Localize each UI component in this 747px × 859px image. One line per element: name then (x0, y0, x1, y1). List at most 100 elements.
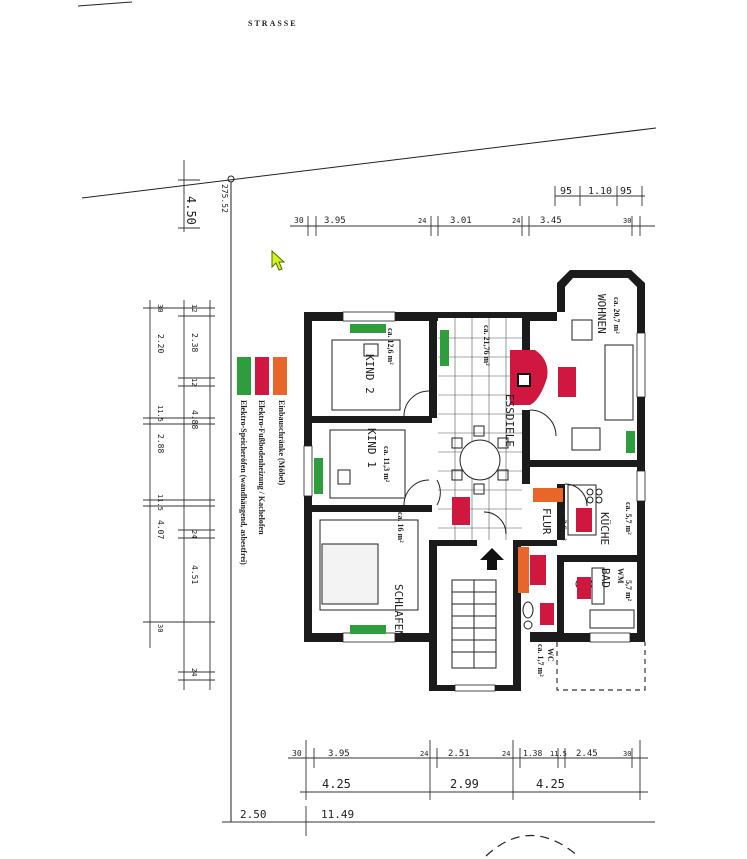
dim-bottom-mid-2: 2.99 (450, 777, 479, 791)
dim-left-5: 12 (190, 378, 198, 386)
room-name-kind1: KIND 1 (365, 428, 378, 468)
dim-top-1: 30 (294, 216, 304, 225)
corner-point (227, 175, 235, 183)
dim-top-2: 3.95 (324, 216, 346, 226)
bathtub (589, 609, 635, 629)
dim-bottom-6: 1.38 (523, 749, 542, 758)
bay-window-wall (557, 270, 645, 312)
cabinet-flur (533, 488, 563, 502)
floor-heater-kueche (576, 508, 592, 532)
double-bed (321, 543, 379, 605)
dim-bottom-8: 2.45 (576, 749, 598, 759)
legend: Einbauschränke (Möbel) Elektro-Fußbodenh… (237, 357, 287, 565)
dining-table (459, 439, 501, 481)
building (303, 270, 646, 692)
room-labels: WOHNEN ca. 20,7 m² KIND 2 ca. 12,6 m² ES… (363, 294, 633, 677)
legend-label-floor-heating: Elektro-Fußbodenheizung / Kachelofen (257, 400, 266, 535)
dim-left-4: 2.38 (190, 333, 199, 352)
lot-distance-left: 4.50 (184, 196, 198, 225)
dim-top-4: 3.01 (450, 216, 472, 226)
legend-swatch-floor-heating (255, 357, 269, 395)
dim-bottom-5: 24 (502, 750, 510, 758)
dim-left-14: 24 (190, 668, 198, 676)
dim-bottom-1: 30 (292, 749, 302, 758)
dim-top-7: 30 (623, 217, 631, 225)
floor-heater-wc (540, 603, 554, 625)
dim-left-9: 11.5 (156, 494, 164, 511)
dim-top-small-1: 95 (560, 186, 572, 197)
property-line (81, 127, 657, 199)
room-name-wohnen: WOHNEN (595, 294, 608, 334)
room-name-bad: BAD (599, 568, 612, 588)
dim-left-11: 24 (190, 530, 198, 538)
room-area-kueche: ca. 5,7 m² (624, 502, 633, 535)
storage-heater-schlafen (350, 625, 386, 634)
legend-swatch-cabinet (273, 357, 287, 395)
sofa (604, 344, 634, 421)
dim-top-small-3: 95 (620, 186, 632, 197)
storage-heater-wohnen (626, 431, 635, 453)
dim-left-12: 4.51 (190, 565, 199, 584)
room-area-wc: ca. 1,7 m² (536, 644, 545, 677)
floor-heater-wohnen (558, 367, 576, 397)
dim-bottom-3: 24 (420, 750, 428, 758)
room-name-schlafen: SCHLAFEN (392, 584, 405, 637)
storage-heater-kind2 (350, 324, 386, 333)
dim-left-8: 4.88 (190, 410, 199, 429)
room-area-schlafen: ca. 16 m² (396, 512, 405, 543)
legend-swatch-storage-heater (237, 357, 251, 395)
dim-bottom-2: 3.95 (328, 749, 350, 759)
room-area-wohnen: ca. 20,7 m² (612, 297, 621, 334)
dim-top-small-2: 1.10 (588, 186, 612, 197)
dim-left-13: 30 (156, 624, 164, 632)
dim-top-3: 24 (418, 217, 426, 225)
armchair (571, 319, 593, 341)
bed-kind2 (331, 339, 401, 411)
cabinet-hall (518, 547, 529, 593)
dim-bottom-mid-3: 4.25 (536, 777, 565, 791)
dim-top-6: 3.45 (540, 216, 562, 226)
dim-bottom-9: 30 (623, 750, 631, 758)
dim-top-ticks (307, 216, 641, 236)
room-name-wc: WC (546, 648, 555, 662)
dim-left-2: 12 (190, 304, 198, 312)
edge-line (77, 1, 133, 7)
cursor-arrow-icon (271, 249, 286, 271)
room-wm-bad: WM (616, 568, 625, 584)
dim-bottom-total-1: 2.50 (240, 808, 267, 821)
room-name-kind2: KIND 2 (363, 354, 376, 394)
room-name-kueche: KÜCHE (598, 512, 611, 545)
dim-top-5: 24 (512, 217, 520, 225)
entrance-arrow-icon (480, 548, 504, 570)
street-label: STRASSE (248, 19, 298, 28)
dim-bottom-7: 11.5 (550, 750, 567, 758)
floor-heater-flur (530, 555, 546, 585)
dim-bottom-4: 2.51 (448, 749, 470, 759)
room-area-flur: ca. 3,6 m² (559, 508, 568, 541)
corner-elevation: 275.52 (220, 184, 229, 213)
dim-left-7: 2.88 (156, 434, 165, 453)
floor-heater-essdiele (452, 497, 470, 525)
storage-heater-essdiele (440, 330, 449, 366)
room-area-bad: 5,7 m² (624, 580, 633, 602)
bed-kind1 (329, 429, 406, 499)
legend-label-cabinet: Einbauschränke (Möbel) (277, 400, 286, 485)
dim-left-6: 11.5 (156, 405, 164, 422)
dim-left-ticks (143, 307, 215, 681)
dim-left-10: 4.07 (156, 520, 165, 539)
dim-bottom-total-2: 11.49 (321, 808, 354, 821)
legend-label-storage-heater: Elektro-Speicheröfen (wandhängend, asbes… (239, 400, 248, 565)
stairwell (451, 579, 497, 669)
room-area-kind1: ca. 11,3 m² (382, 446, 391, 483)
room-area-essdiele: ca. 21,76 m² (482, 325, 491, 366)
balcony-outline (556, 642, 646, 691)
dim-left-3: 2.20 (156, 334, 165, 353)
dim-bottom-ticks (305, 740, 641, 800)
floor-heater-bad (577, 577, 591, 599)
room-name-flur: FLUR (540, 508, 553, 535)
dim-left-1: 30 (156, 304, 164, 312)
room-area-kind2: ca. 12,6 m² (386, 328, 395, 365)
driveway-arc (485, 835, 579, 857)
dim-bottom-mid-1: 4.25 (322, 777, 351, 791)
